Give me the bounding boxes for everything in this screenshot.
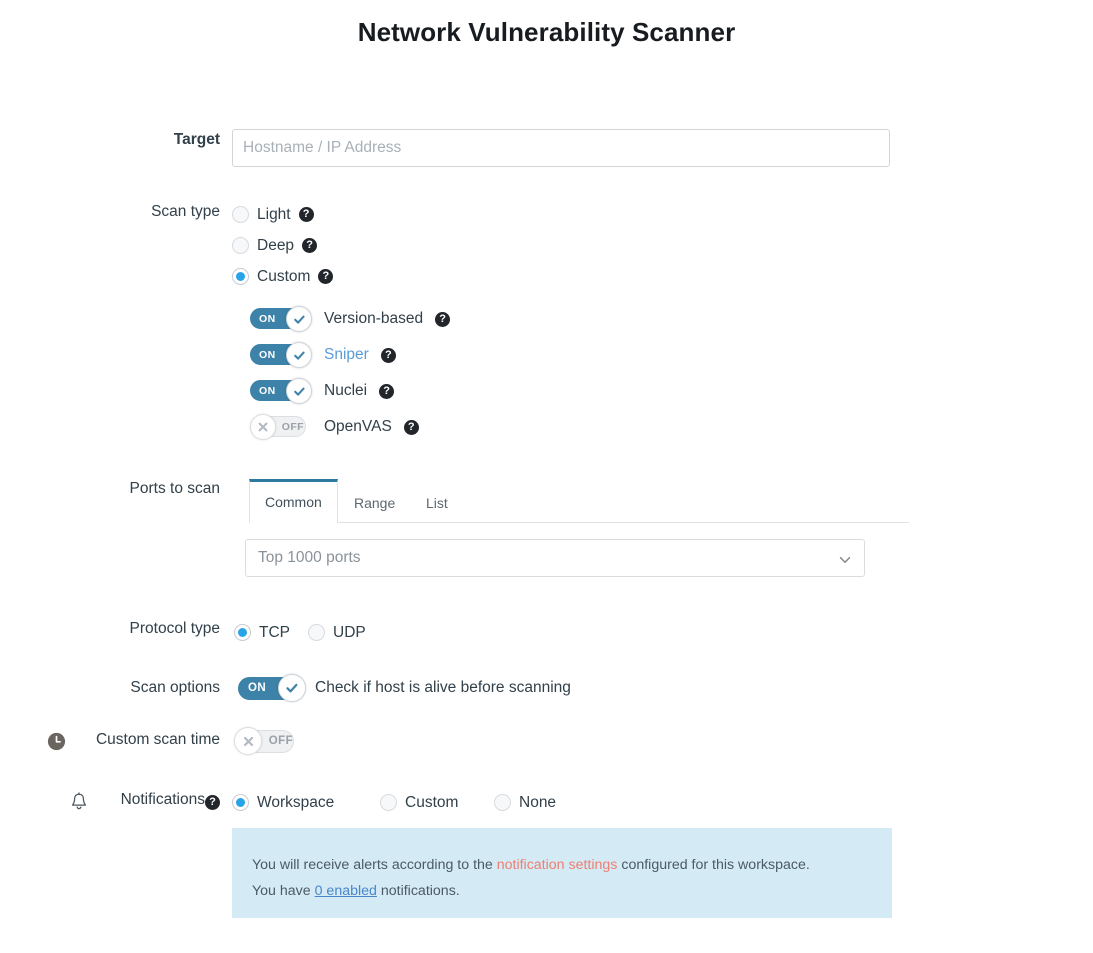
help-icon-version-based[interactable]: ? bbox=[435, 311, 451, 327]
protocol-option-udp[interactable]: UDP bbox=[308, 617, 366, 648]
notifications-option-workspace[interactable]: Workspace bbox=[232, 787, 380, 818]
scan-options-label: Scan options bbox=[130, 679, 220, 696]
scan-type-option-custom[interactable]: Custom ? bbox=[232, 261, 334, 292]
target-label: Target bbox=[173, 131, 220, 148]
ports-tabs-wrap: Common Range List bbox=[249, 477, 909, 523]
toggle-knob-check-icon bbox=[286, 306, 312, 332]
info-line-2: You have 0 enabled notifications. bbox=[252, 878, 872, 904]
radio-udp-label: UDP bbox=[333, 623, 366, 641]
help-icon-light[interactable]: ? bbox=[298, 207, 314, 222]
radio-udp[interactable] bbox=[308, 624, 325, 641]
help-icon-sniper[interactable]: ? bbox=[380, 347, 396, 363]
info-line-2-post: notifications. bbox=[376, 883, 460, 899]
protocol-option-tcp[interactable]: TCP bbox=[234, 617, 290, 648]
toggle-host-alive-state: ON bbox=[248, 682, 267, 694]
help-icon-openvas[interactable]: ? bbox=[403, 419, 419, 435]
target-input[interactable] bbox=[232, 129, 890, 167]
radio-workspace-label: Workspace bbox=[257, 793, 335, 811]
page-title: Network Vulnerability Scanner bbox=[357, 17, 736, 47]
target-field-wrap bbox=[232, 129, 890, 167]
info-line-1-pre: You will receive alerts according to the bbox=[252, 857, 497, 873]
info-line-1-post: configured for this workspace. bbox=[617, 857, 810, 873]
ports-select-wrap: Top 1000 ports bbox=[245, 539, 865, 577]
toggle-host-alive[interactable]: ON bbox=[238, 674, 306, 702]
custom-option-nuclei: ON Nuclei ? bbox=[250, 373, 450, 409]
help-icon-nuclei[interactable]: ? bbox=[379, 383, 395, 399]
radio-notif-custom[interactable] bbox=[380, 794, 397, 811]
custom-option-nuclei-label: Nuclei bbox=[324, 382, 368, 399]
toggle-nuclei[interactable]: ON bbox=[250, 378, 312, 404]
scan-type-options: Light ? Deep ? Custom ? bbox=[232, 199, 334, 292]
protocol-options: TCP UDP bbox=[234, 617, 366, 648]
toggle-knob-check-icon bbox=[278, 674, 306, 702]
toggle-openvas[interactable]: OFF bbox=[250, 414, 312, 440]
help-icon-custom[interactable]: ? bbox=[318, 269, 334, 284]
tab-list[interactable]: List bbox=[426, 495, 448, 511]
toggle-knob-x-icon bbox=[250, 414, 276, 440]
custom-options-list: ON Version-based ? ON Sniper bbox=[250, 301, 451, 445]
scan-type-option-light[interactable]: Light ? bbox=[232, 199, 333, 230]
custom-option-sniper-label[interactable]: Sniper bbox=[324, 346, 369, 363]
radio-notif-custom-label: Custom bbox=[405, 793, 459, 811]
ports-select[interactable]: Top 1000 ports bbox=[245, 539, 865, 577]
ports-tabs: Common Range List bbox=[249, 477, 909, 523]
radio-tcp-label: TCP bbox=[259, 623, 290, 641]
toggle-custom-scan-time-state: OFF bbox=[268, 735, 293, 747]
ports-select-value: Top 1000 ports bbox=[258, 549, 361, 566]
radio-tcp[interactable] bbox=[234, 624, 251, 641]
toggle-knob-check-icon bbox=[286, 378, 312, 404]
toggle-sniper[interactable]: ON bbox=[250, 342, 312, 368]
toggle-openvas-state: OFF bbox=[281, 421, 304, 433]
tab-common[interactable]: Common bbox=[249, 479, 338, 523]
scan-options-text: Check if host is alive before scanning bbox=[315, 679, 571, 696]
toggle-custom-scan-time[interactable]: OFF bbox=[234, 727, 302, 755]
enabled-notifications-link[interactable]: 0 enabled bbox=[314, 883, 377, 899]
radio-notif-none[interactable] bbox=[494, 794, 511, 811]
notifications-options: Workspace Custom None bbox=[232, 787, 556, 818]
info-line-1: You will receive alerts according to the… bbox=[252, 852, 872, 878]
custom-option-version-based: ON Version-based ? bbox=[250, 301, 451, 337]
scan-options-control: ON Check if host is alive before scannin… bbox=[238, 674, 571, 702]
scan-type-label: Scan type bbox=[151, 203, 220, 220]
bell-icon bbox=[70, 792, 88, 812]
ports-label: Ports to scan bbox=[129, 480, 220, 497]
radio-custom-label: Custom bbox=[257, 267, 311, 285]
custom-option-sniper: ON Sniper ? bbox=[250, 337, 450, 373]
notifications-option-none[interactable]: None bbox=[494, 787, 556, 818]
chevron-down-icon[interactable] bbox=[839, 553, 851, 565]
help-icon-notifications[interactable]: ? bbox=[205, 795, 220, 810]
protocol-label: Protocol type bbox=[129, 620, 220, 637]
help-icon-deep[interactable]: ? bbox=[302, 238, 318, 253]
toggle-version-based[interactable]: ON bbox=[250, 306, 312, 332]
radio-deep-label: Deep bbox=[257, 236, 295, 254]
radio-notif-none-label: None bbox=[519, 793, 557, 811]
toggle-sniper-state: ON bbox=[259, 349, 276, 361]
scan-type-option-deep[interactable]: Deep ? bbox=[232, 230, 333, 261]
radio-workspace[interactable] bbox=[232, 794, 249, 811]
notifications-option-custom[interactable]: Custom bbox=[380, 787, 494, 818]
radio-deep[interactable] bbox=[232, 237, 249, 254]
notifications-info-box: You will receive alerts according to the… bbox=[232, 828, 892, 918]
tab-range[interactable]: Range bbox=[354, 495, 396, 511]
custom-scan-time-label: Custom scan time bbox=[95, 731, 220, 748]
toggle-version-based-state: ON bbox=[259, 313, 276, 325]
radio-light[interactable] bbox=[232, 206, 249, 223]
toggle-knob-check-icon bbox=[286, 342, 312, 368]
notification-settings-link[interactable]: notification settings bbox=[496, 857, 618, 873]
info-line-2-pre: You have bbox=[252, 883, 315, 899]
tabs-underline bbox=[249, 522, 909, 523]
custom-option-version-based-label: Version-based bbox=[324, 310, 424, 327]
toggle-knob-x-icon bbox=[234, 727, 262, 755]
clock-icon bbox=[47, 732, 66, 751]
notifications-label: Notifications bbox=[120, 791, 205, 808]
custom-option-openvas: OFF OpenVAS ? bbox=[250, 409, 450, 445]
toggle-nuclei-state: ON bbox=[259, 385, 276, 397]
custom-scan-time-control: OFF bbox=[234, 727, 302, 760]
radio-custom[interactable] bbox=[232, 268, 249, 285]
custom-option-openvas-label: OpenVAS bbox=[324, 418, 392, 435]
radio-light-label: Light bbox=[257, 205, 291, 223]
